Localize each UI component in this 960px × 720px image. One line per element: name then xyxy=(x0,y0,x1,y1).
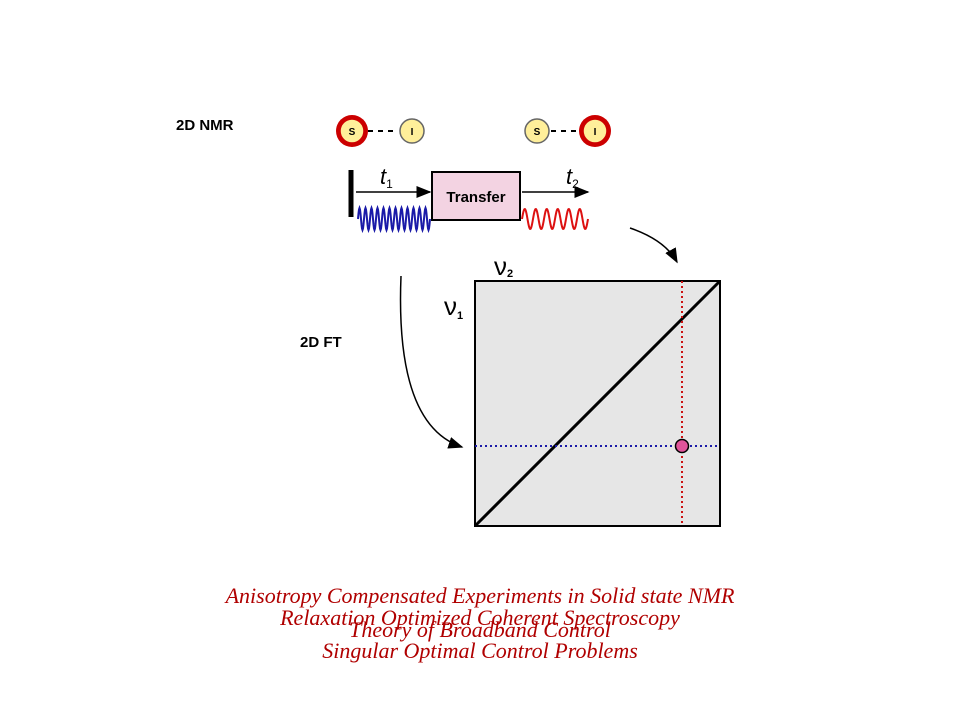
spin-pair-left: S I xyxy=(336,115,425,147)
transfer-label: Transfer xyxy=(446,189,505,206)
nu1-label: ν1 xyxy=(444,291,463,322)
footer-line-4: Singular Optimal Control Problems xyxy=(322,638,638,663)
diagram-title: 2D NMR xyxy=(176,117,234,134)
footer-line-3: Theory of Broadband Control xyxy=(349,617,611,642)
pulse-sequence: t1 Transfer t2 xyxy=(348,164,590,234)
spin-s-left: S xyxy=(336,115,368,147)
transfer-box xyxy=(431,171,521,221)
footer-line-2: Relaxation Optimized Coherent Spectrosco… xyxy=(280,605,680,630)
spin-i-label: I xyxy=(411,127,414,138)
spin-s-right: S xyxy=(524,118,550,144)
t1-label: t1 xyxy=(380,164,393,191)
nu2-label: ν2 xyxy=(494,251,513,281)
spin-pair-right: S I xyxy=(524,115,611,147)
curved-arrow-right xyxy=(629,227,678,264)
spectrum-2d xyxy=(473,279,722,528)
spin-i-label: I xyxy=(594,127,597,138)
t2-label: t2 xyxy=(566,164,579,191)
cross-peak-dot xyxy=(674,438,690,454)
diagonal-line xyxy=(473,279,722,528)
ft-label: 2D FT xyxy=(300,334,342,351)
footer-line-1: Anisotropy Compensated Experiments in So… xyxy=(225,583,735,608)
spin-s-label: S xyxy=(534,127,541,138)
spin-i-right: I xyxy=(579,115,611,147)
spin-i-left: I xyxy=(399,118,425,144)
spin-s-label: S xyxy=(349,127,356,138)
t1-wave xyxy=(357,204,431,234)
t2-wave xyxy=(521,208,589,230)
curved-arrow-left xyxy=(399,275,464,449)
